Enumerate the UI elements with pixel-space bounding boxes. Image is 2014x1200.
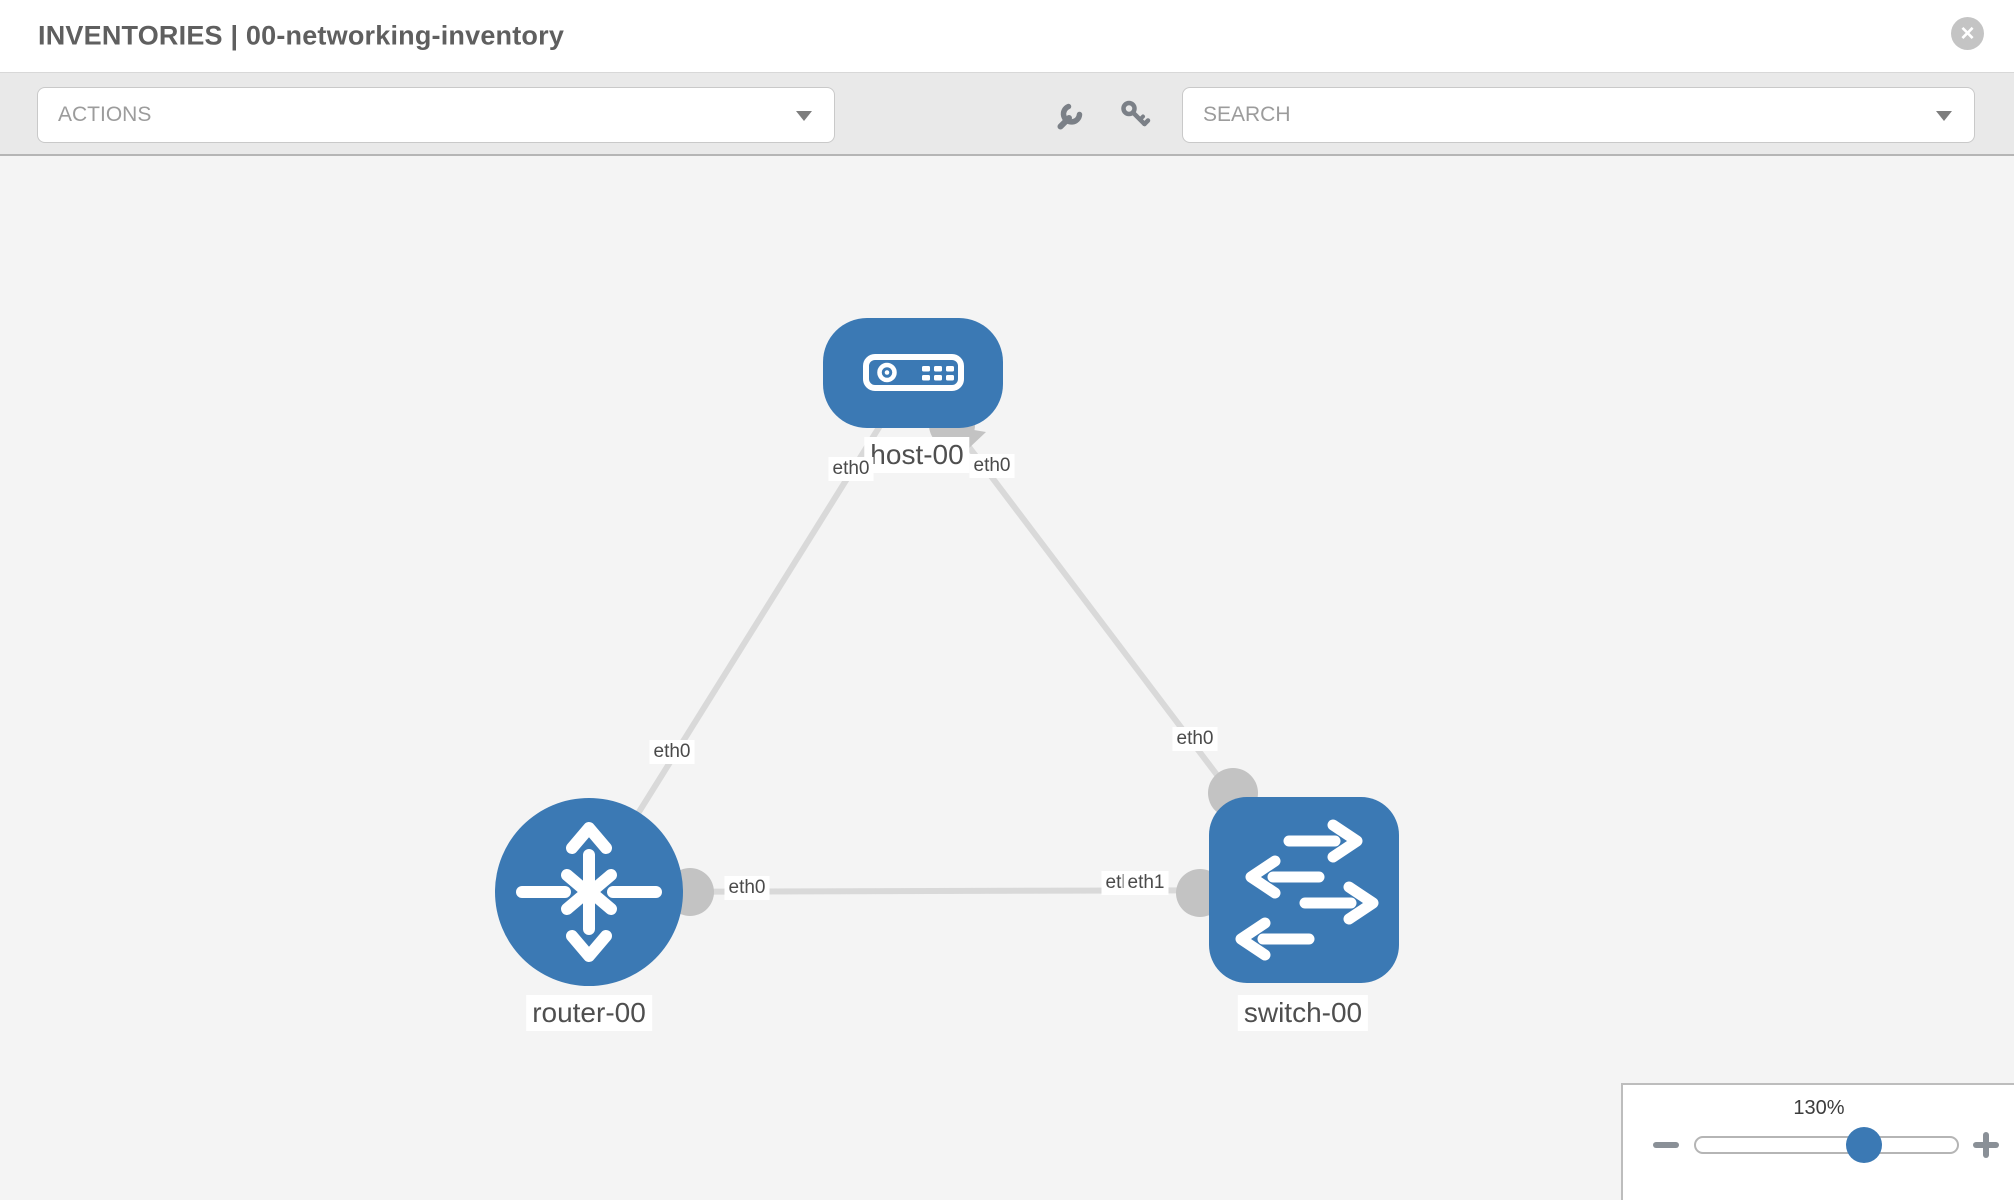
zoom-panel: 130% <box>1621 1083 2014 1200</box>
close-glyph: × <box>1960 19 1975 47</box>
actions-dropdown[interactable]: ACTIONS <box>37 87 835 143</box>
interface-label: eth0 <box>649 740 695 764</box>
key-icon[interactable] <box>1113 93 1157 137</box>
node-switch-00[interactable] <box>1209 797 1399 983</box>
zoom-out-button[interactable] <box>1653 1142 1679 1148</box>
chevron-down-icon <box>1936 111 1952 121</box>
topology-canvas[interactable]: host-00 router-00 switch-00 eth0 eth0 et… <box>0 156 2014 1200</box>
zoom-slider-track[interactable] <box>1694 1136 1959 1154</box>
page-title: INVENTORIES | 00-networking-inventory <box>38 20 565 51</box>
links-layer <box>586 371 1307 917</box>
interface-label: eth0 <box>724 876 770 900</box>
host-icon <box>863 354 964 391</box>
node-router-00[interactable] <box>495 798 683 986</box>
zoom-in-button[interactable] <box>1973 1132 1999 1158</box>
interface-label: eth0 <box>969 454 1015 478</box>
interface-label: eth1 <box>1123 871 1169 895</box>
switch-icon <box>1235 819 1379 961</box>
node-label-switch: switch-00 <box>1237 995 1369 1031</box>
zoom-slider-knob[interactable] <box>1846 1127 1882 1163</box>
header: INVENTORIES | 00-networking-inventory × <box>0 0 2014 72</box>
interface-label: eth0 <box>1172 727 1218 751</box>
node-host-00[interactable] <box>823 318 1003 428</box>
search-dropdown-label: SEARCH <box>1203 103 1291 126</box>
node-label-router: router-00 <box>526 995 652 1031</box>
actions-dropdown-label: ACTIONS <box>58 103 152 126</box>
wrench-icon[interactable] <box>1048 93 1092 137</box>
chevron-down-icon <box>796 111 812 121</box>
node-label-host: host-00 <box>864 437 970 473</box>
router-icon <box>516 822 662 962</box>
search-dropdown[interactable]: SEARCH <box>1182 87 1975 143</box>
toolbar: ACTIONS SEARCH <box>0 72 2014 156</box>
close-icon[interactable]: × <box>1951 17 1984 50</box>
zoom-level: 130% <box>1793 1097 1845 1119</box>
interface-label: eth0 <box>828 457 874 481</box>
